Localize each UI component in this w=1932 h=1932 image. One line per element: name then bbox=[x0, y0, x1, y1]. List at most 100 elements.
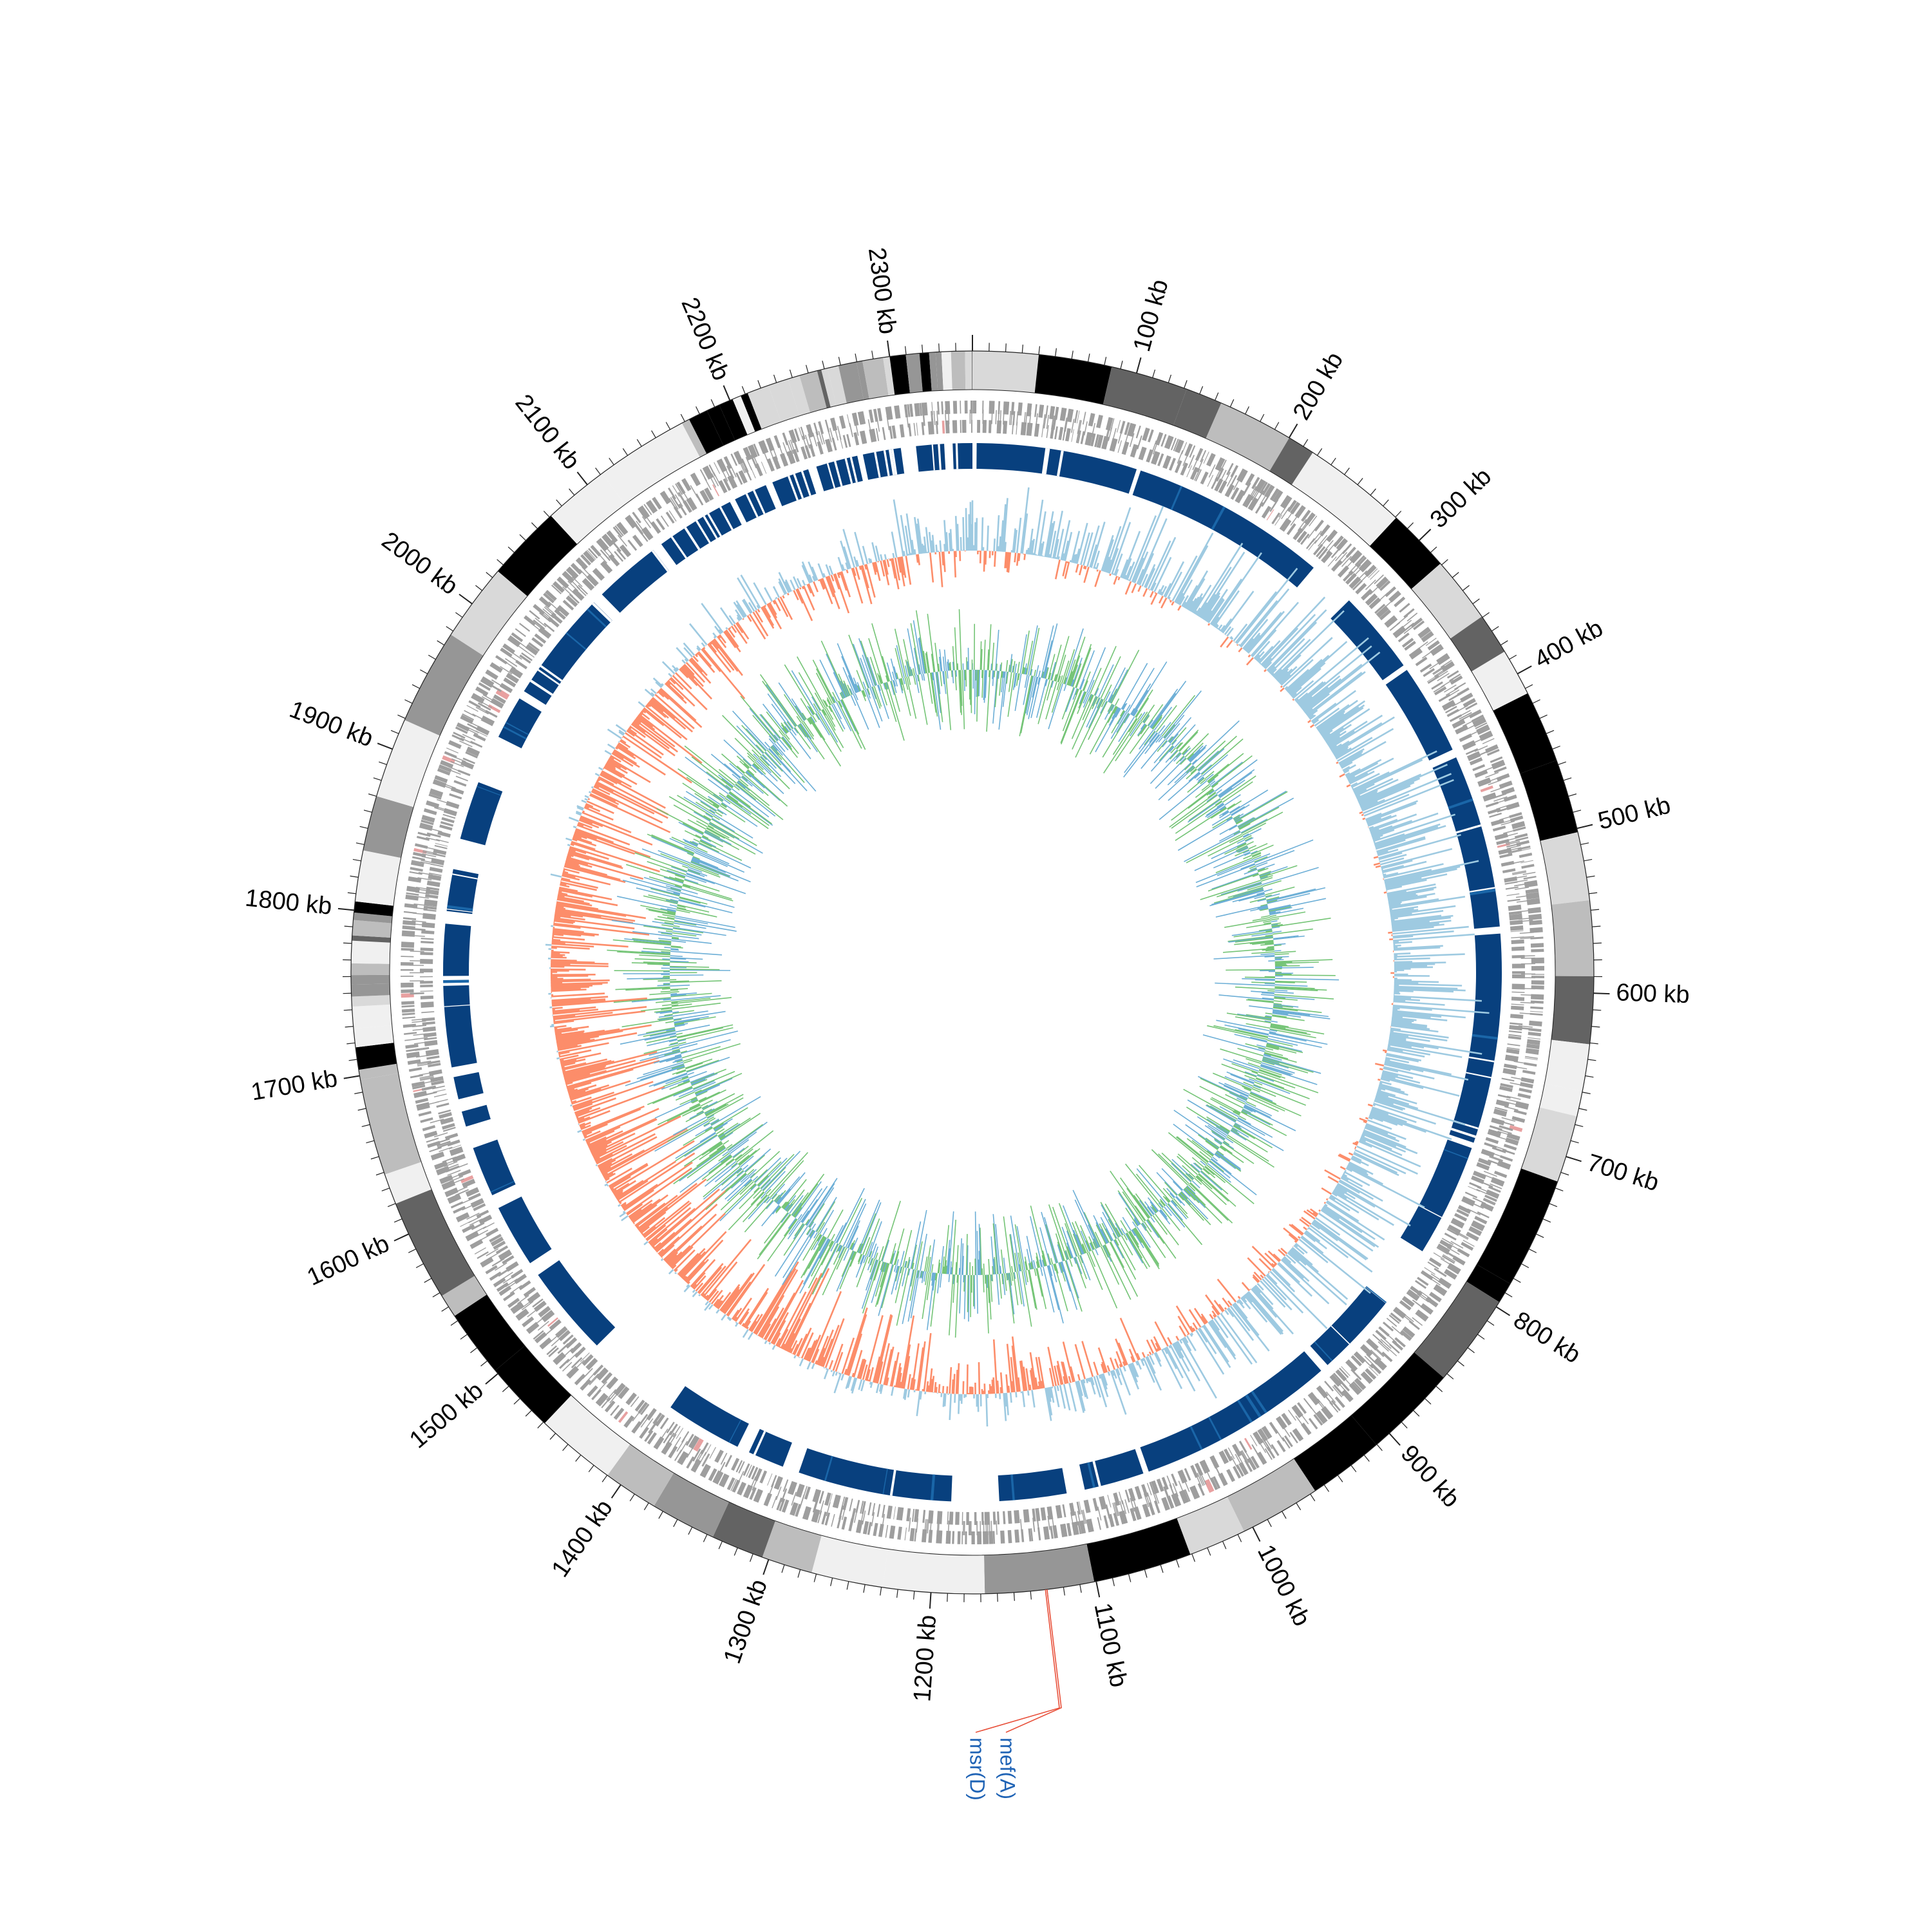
cds-connector bbox=[611, 540, 621, 552]
cds-connector bbox=[1516, 900, 1531, 903]
gc-content-bar bbox=[1082, 671, 1091, 691]
scale-tick bbox=[1462, 585, 1470, 591]
gc-skew-bar bbox=[1384, 1062, 1424, 1073]
gc-skew-bar bbox=[1307, 709, 1318, 718]
gc-skew-bar bbox=[1321, 1207, 1340, 1220]
gc-skew-bar bbox=[551, 960, 595, 963]
gc-skew-bar bbox=[577, 822, 584, 827]
blast-stripe bbox=[1251, 1390, 1267, 1414]
gc-skew-bar bbox=[784, 581, 791, 592]
gc-skew-bar bbox=[747, 1332, 753, 1340]
cds-connector bbox=[1515, 887, 1530, 890]
cds-feature bbox=[690, 472, 701, 487]
gc-skew-bar bbox=[676, 667, 679, 671]
cds-feature bbox=[831, 1514, 835, 1527]
gc-content-bar bbox=[1050, 661, 1056, 681]
cds-connector bbox=[1163, 1486, 1170, 1501]
gc-skew-bar bbox=[1325, 1198, 1329, 1201]
gc-skew-bar bbox=[1282, 1256, 1310, 1282]
scale-tick bbox=[1582, 1092, 1591, 1094]
contig-block bbox=[404, 634, 484, 736]
gc-skew-bar bbox=[1350, 782, 1358, 787]
cds-feature bbox=[610, 1405, 620, 1416]
gc-skew-bar bbox=[1261, 627, 1299, 667]
gc-skew-bar bbox=[930, 1379, 933, 1392]
cds-connector bbox=[1242, 482, 1251, 496]
gc-skew-bar bbox=[694, 654, 698, 658]
gc-skew-bar bbox=[889, 1360, 897, 1387]
scale-tick bbox=[1370, 488, 1376, 496]
gc-skew-bar bbox=[1112, 573, 1115, 575]
gc-skew-bar bbox=[600, 1153, 633, 1172]
gc-skew-bar bbox=[1259, 663, 1262, 665]
blast-stripe bbox=[1010, 1474, 1015, 1501]
scale-tick bbox=[1310, 1493, 1316, 1502]
contig-block bbox=[821, 368, 837, 408]
gc-skew-bar bbox=[690, 657, 708, 676]
cds-feature bbox=[1256, 1452, 1267, 1465]
gc-skew-bar bbox=[835, 1352, 844, 1372]
gc-skew-bar bbox=[599, 1162, 612, 1171]
gc-skew-bar bbox=[644, 688, 654, 697]
gc-skew-bar bbox=[779, 596, 793, 620]
cds-feature bbox=[1130, 1508, 1137, 1522]
cds-connector bbox=[1512, 871, 1527, 875]
cds-feature bbox=[424, 1130, 438, 1139]
gc-skew-bar bbox=[792, 1343, 799, 1355]
cds-feature bbox=[493, 1240, 506, 1250]
cds-feature bbox=[676, 1428, 684, 1439]
gc-skew-bar bbox=[1040, 541, 1045, 556]
cds-feature bbox=[1388, 1314, 1400, 1324]
gc-content-bar bbox=[1021, 630, 1030, 674]
cds-feature bbox=[416, 1102, 430, 1111]
cds-connector bbox=[853, 1508, 858, 1523]
cds-feature bbox=[988, 420, 992, 433]
cds-feature bbox=[634, 1399, 645, 1412]
scale-tick bbox=[1288, 423, 1298, 439]
cds-feature bbox=[1128, 1488, 1136, 1502]
gc-skew-bar bbox=[978, 1362, 981, 1394]
gc-skew-bar bbox=[681, 1231, 727, 1279]
cds-connector bbox=[446, 1166, 460, 1173]
gc-skew-bar bbox=[1367, 815, 1392, 826]
cds-connector bbox=[1047, 1515, 1050, 1530]
cds-connector bbox=[1323, 540, 1334, 552]
cds-connector bbox=[417, 1063, 431, 1066]
blast-gap bbox=[810, 468, 820, 493]
gc-skew-bar bbox=[585, 1108, 659, 1142]
gc-skew-bar bbox=[714, 1294, 724, 1307]
gc-skew-bar bbox=[981, 517, 984, 551]
cds-feature bbox=[1339, 1367, 1349, 1378]
gc-skew-bar bbox=[650, 692, 655, 696]
gc-skew-bar bbox=[1253, 1286, 1274, 1310]
cds-feature bbox=[1475, 722, 1488, 730]
scale-tick bbox=[1215, 392, 1219, 401]
cds-feature bbox=[1349, 1382, 1361, 1396]
cds-connector bbox=[468, 1216, 482, 1224]
cds-feature bbox=[1076, 1501, 1081, 1515]
gc-skew-bar bbox=[564, 1066, 605, 1079]
cds-connector bbox=[421, 856, 436, 860]
gc-skew-bar bbox=[660, 1258, 664, 1262]
gc-skew-bar bbox=[551, 998, 606, 1005]
gc-skew-bar bbox=[1141, 573, 1148, 587]
cds-connector bbox=[1479, 1180, 1493, 1188]
contig-block bbox=[732, 395, 755, 435]
gc-skew-bar bbox=[1260, 1280, 1286, 1308]
gc-skew-bar bbox=[1192, 1327, 1196, 1332]
cds-connector bbox=[478, 702, 491, 710]
cds-feature bbox=[430, 1151, 445, 1160]
cds-feature bbox=[1300, 533, 1310, 545]
gc-skew-bar bbox=[579, 1121, 591, 1128]
cds-connector bbox=[668, 498, 677, 511]
gc-skew-bar bbox=[1284, 686, 1289, 690]
cds-connector bbox=[537, 1321, 549, 1331]
cds-feature bbox=[1189, 466, 1199, 480]
cds-feature bbox=[1376, 605, 1389, 618]
cds-connector bbox=[1248, 486, 1257, 499]
cds-feature bbox=[498, 1285, 512, 1296]
cds-connector bbox=[1143, 1493, 1150, 1508]
cds-feature bbox=[480, 715, 495, 726]
gc-skew-bar bbox=[1081, 1341, 1094, 1378]
gc-skew-bar bbox=[1088, 1378, 1091, 1383]
